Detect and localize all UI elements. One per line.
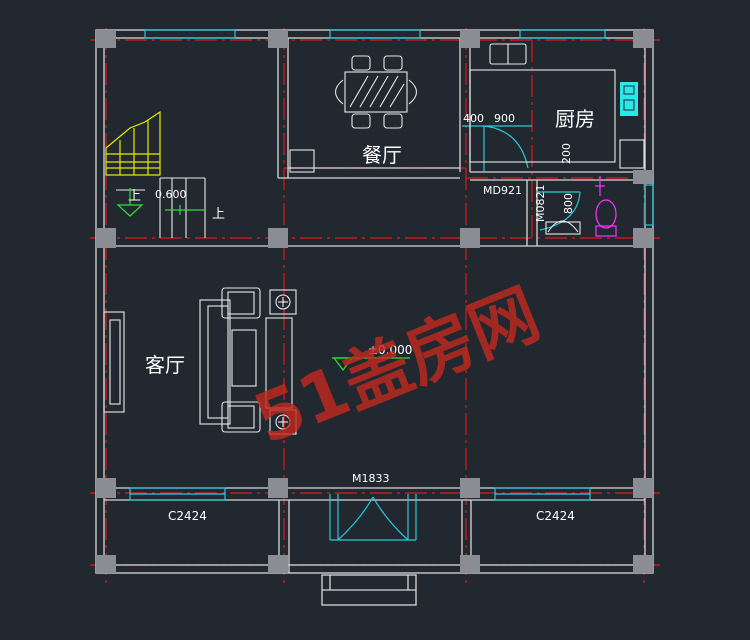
window-stair xyxy=(144,29,236,39)
range-hood-icon xyxy=(620,82,638,116)
window-label-left: C2424 xyxy=(168,509,207,523)
bathroom-door xyxy=(537,191,581,231)
tv-cabinet xyxy=(103,311,125,413)
stair-up-left-label: 上 xyxy=(128,189,141,204)
column xyxy=(460,228,480,248)
stair-up-right-label: 上 xyxy=(212,207,225,222)
floor-level-label: ±0.000 xyxy=(368,343,412,357)
dining-chair xyxy=(408,79,418,105)
room-label-living: 客厅 xyxy=(145,353,185,377)
side-table xyxy=(269,409,297,435)
dimension-800: 800 xyxy=(562,193,575,214)
columns xyxy=(96,30,653,573)
column xyxy=(268,30,288,48)
door-label-m1833: M1833 xyxy=(352,472,390,485)
armchair-seat xyxy=(227,405,255,429)
side-table xyxy=(269,289,297,315)
column xyxy=(633,555,653,573)
column xyxy=(96,30,116,48)
kitchen-door xyxy=(462,125,532,172)
toilet-icon xyxy=(595,176,617,237)
column xyxy=(96,555,116,573)
stair-level-label: 0.600 xyxy=(155,188,187,201)
dining-chair xyxy=(351,55,371,71)
armchair xyxy=(221,401,261,433)
dimension-900: 900 xyxy=(494,112,515,125)
floor-level-marker xyxy=(332,357,410,371)
column xyxy=(96,478,116,498)
armchair xyxy=(221,287,261,319)
window-right-bath xyxy=(644,184,654,226)
column xyxy=(460,30,480,48)
window-kitchen xyxy=(519,29,606,39)
stair-lower xyxy=(116,177,206,238)
dimension-400: 400 xyxy=(463,112,484,125)
column xyxy=(96,228,116,248)
tv-console xyxy=(265,317,293,409)
washbasin-icon xyxy=(545,220,581,235)
column xyxy=(460,555,480,573)
window-label-right: C2424 xyxy=(536,509,575,523)
sofa xyxy=(199,299,231,425)
dining-table xyxy=(334,55,418,129)
armchair-seat xyxy=(227,291,255,315)
range-hood-inner xyxy=(623,99,635,111)
column xyxy=(268,555,288,573)
column xyxy=(633,170,653,184)
stair xyxy=(105,110,161,176)
room-label-kitchen: 厨房 xyxy=(555,107,595,131)
dimension-200: 200 xyxy=(560,143,573,164)
column xyxy=(268,228,288,248)
dining-chair xyxy=(334,79,344,105)
stair-arrows xyxy=(116,188,205,217)
sofa-seat xyxy=(207,305,229,419)
column xyxy=(268,478,288,498)
window-dining xyxy=(329,29,421,39)
column xyxy=(633,228,653,248)
kitchen-cabinet xyxy=(619,139,645,169)
column xyxy=(633,30,653,48)
dining-chair xyxy=(383,113,403,129)
dining-cabinet xyxy=(289,149,315,173)
kitchen-counter xyxy=(469,43,645,169)
sofa-group xyxy=(199,287,297,435)
windows xyxy=(129,29,654,501)
main-door xyxy=(329,494,417,541)
dining-chair xyxy=(383,55,403,71)
column xyxy=(460,478,480,498)
column xyxy=(633,478,653,498)
range-hood-inner xyxy=(623,85,635,95)
door-label-m0821: M0821 xyxy=(534,185,547,223)
coffee-table xyxy=(231,329,257,387)
dining-chair xyxy=(351,113,371,129)
door-label-md921: MD921 xyxy=(483,184,522,197)
room-label-dining: 餐厅 xyxy=(362,143,402,167)
